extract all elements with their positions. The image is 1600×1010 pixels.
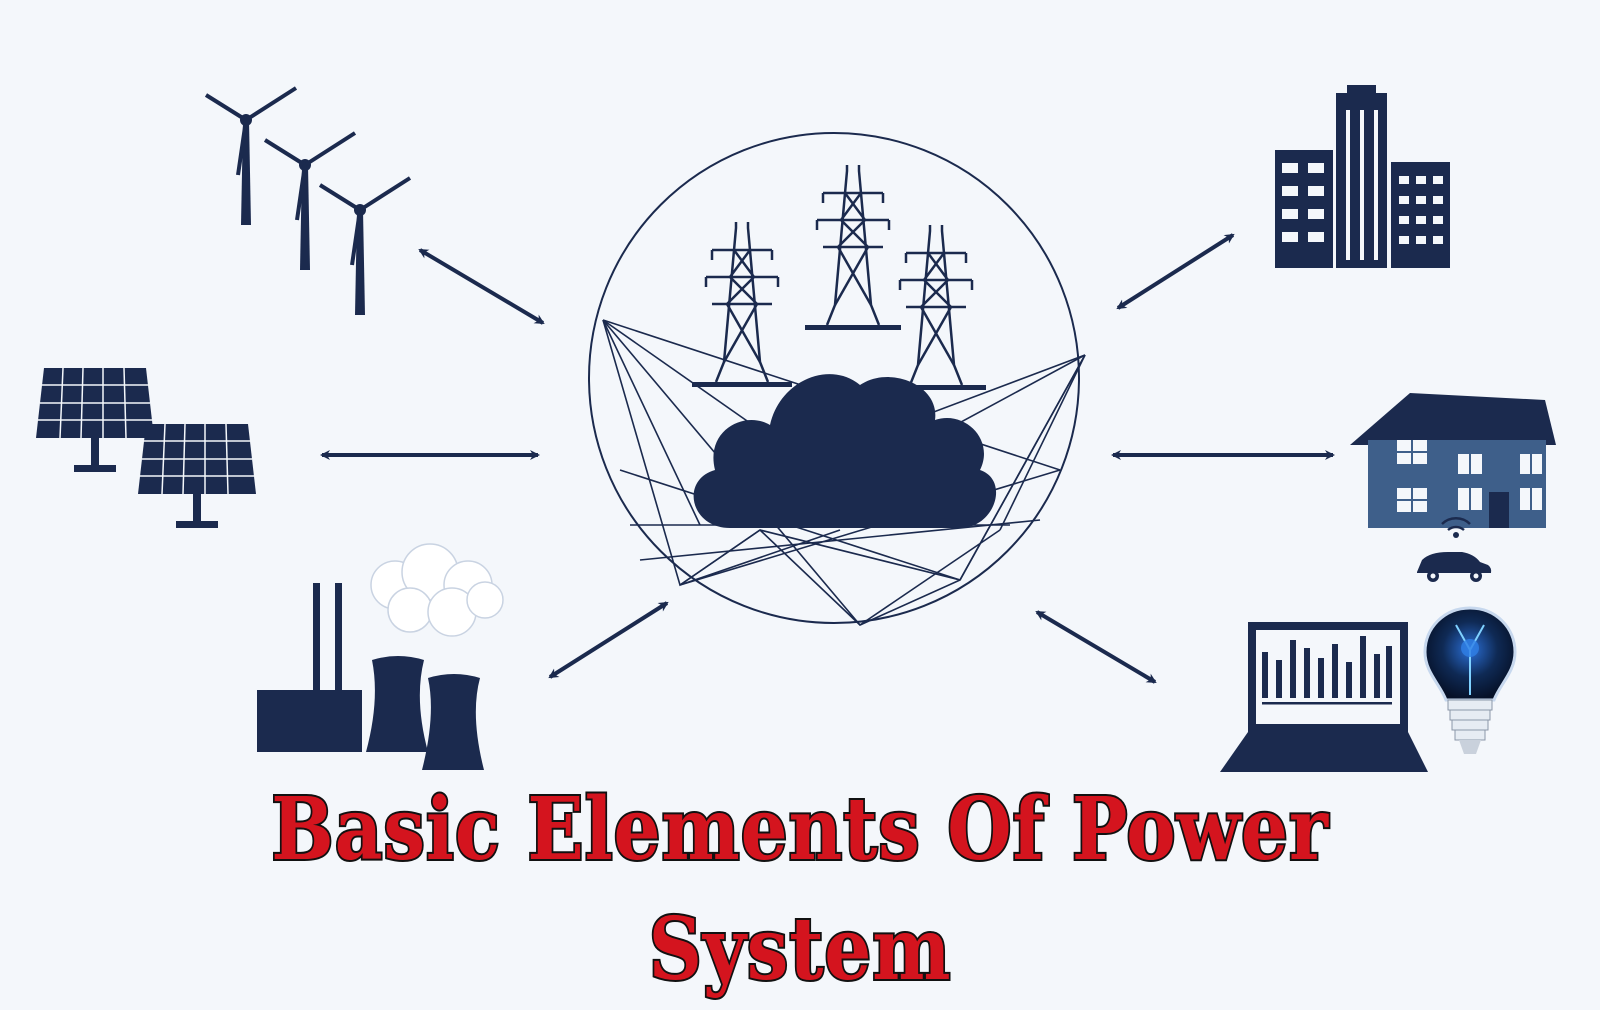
transmission-tower-icon <box>692 165 986 390</box>
cloud-icon <box>693 374 997 528</box>
house-icon <box>1350 393 1556 528</box>
flow-arrows <box>320 233 1335 684</box>
power-plant-icon <box>257 543 504 770</box>
grid-network <box>588 132 1086 626</box>
power-system-diagram <box>36 85 1556 772</box>
arrow-buildings <box>1116 233 1235 310</box>
office-buildings-icon <box>1275 85 1450 268</box>
arrow-plant <box>548 601 669 679</box>
page-title: Basic Elements Of Power System <box>270 777 1330 1002</box>
laptop-chart-icon <box>1220 622 1428 772</box>
arrow-wind <box>418 248 545 325</box>
wind-turbine-icon <box>204 86 412 315</box>
solar-panel-icon <box>36 367 256 528</box>
electric-car-icon <box>1417 517 1492 582</box>
arrow-laptop <box>1035 610 1157 684</box>
light-bulb-icon <box>1423 606 1517 754</box>
